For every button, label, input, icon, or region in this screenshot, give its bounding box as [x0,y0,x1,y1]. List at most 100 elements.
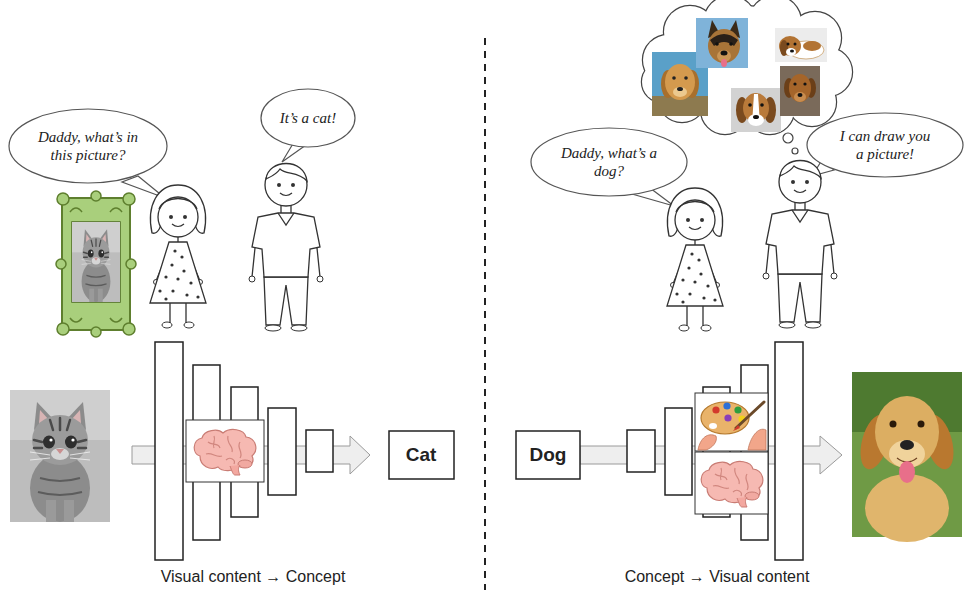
picture-frame [56,259,66,269]
dog-thumbnail [665,64,695,100]
dog-thumbnail [708,29,740,63]
text-holder: Dog [530,444,567,467]
thought-cloud [642,0,852,134]
palette-icon [695,393,768,451]
picture-frame [57,323,69,335]
bubble-outline [9,109,167,183]
dog-thumbnail [786,48,796,56]
brain-icon [186,420,264,482]
dog-thumbnail [775,28,827,62]
dog-thumbnail [794,92,806,102]
text-holder: Daddy, what’s in this picture? [32,128,144,164]
node-text: I can draw you a picture! [835,127,935,163]
picture-frame [57,193,69,205]
network-layer [155,342,803,560]
father-figure [249,164,323,332]
palette-icon [723,402,730,409]
dog-thumbnail [673,87,687,97]
network-layer [155,342,183,560]
bubble-outline [8,108,168,184]
text-holder: Cat [406,444,437,467]
picture-frame [126,259,136,269]
bubble-outline [531,128,687,196]
dog-photo [890,421,897,428]
node-text: It’s a cat! [280,109,336,127]
speech-bubble: It’s a cat! [260,88,356,148]
cat-photo [10,390,110,522]
dog-thumbnail [780,66,820,116]
dog-photo [899,461,915,483]
palette-icon [712,406,719,413]
node-text: Dog [530,444,567,467]
palette-icon [748,429,766,450]
text-holder: Daddy, what’s a dog? [559,144,659,180]
dog-thumbnail [729,42,733,46]
dog-thumbnail [715,42,719,46]
bubble-outline [530,127,688,197]
dog-thumbnail [696,18,748,68]
dog-thumbnail [710,34,738,46]
concept-box: Dog [515,430,581,480]
dog-photo [852,372,962,542]
dog-thumbnail [684,76,688,80]
palette-icon [709,423,717,429]
dog-thumbnail [803,82,806,85]
dog-thumbnail [753,115,759,119]
palette-icon [736,402,764,428]
text-holder: It’s a cat! [280,109,336,127]
node-text: Cat [406,444,437,467]
dog-photo [900,440,914,450]
thought-cloud [783,133,793,143]
picture-frame [62,198,130,330]
brain-icon [701,462,763,507]
picture-frame [56,191,136,337]
picture-frame [72,222,120,302]
palette-icon [733,425,740,431]
dog-photo [918,421,925,428]
speech-bubble: Daddy, what’s in this picture? [8,108,168,184]
dog-thumbnail [721,51,728,56]
dog-thumbnail [731,88,781,132]
girl-figure [667,188,723,331]
palette-icon [695,393,768,451]
dog-thumbnail [787,43,790,46]
dog-thumbnail [743,93,769,123]
dog-thumbnail [780,66,820,116]
box-outline [389,431,454,479]
network-layer [306,430,333,472]
dog-photo [865,474,949,542]
picture-frame [72,222,120,302]
brain-icon [194,430,256,475]
dog-thumbnail [672,76,676,80]
bubble-outline [806,112,964,178]
palette-icon [724,414,731,421]
dog-thumbnail [803,41,821,51]
picture-frame [91,327,101,337]
network-layer [627,430,655,472]
dog-thumbnail [721,59,727,67]
thought-cloud [642,0,852,134]
box-outline [516,431,580,479]
dog-thumbnail [696,18,748,68]
palette-icon [734,406,741,413]
network-layer [268,408,296,495]
palette-icon [701,402,749,434]
dog-thumbnail [790,50,794,53]
dog-thumbnail [748,103,752,107]
caption: Visual content → Concept [161,568,346,586]
dog-thumbnail [789,74,811,102]
picture-frame [91,191,101,201]
thought-cloud [792,148,798,154]
bubble-outline [807,113,963,177]
dog-thumbnail [775,28,827,62]
speech-bubble: I can draw you a picture! [806,112,964,178]
dog-thumbnail [760,103,764,107]
dog-thumbnail [731,88,781,132]
divider-line [484,38,486,590]
concept-box: Cat [388,430,455,480]
